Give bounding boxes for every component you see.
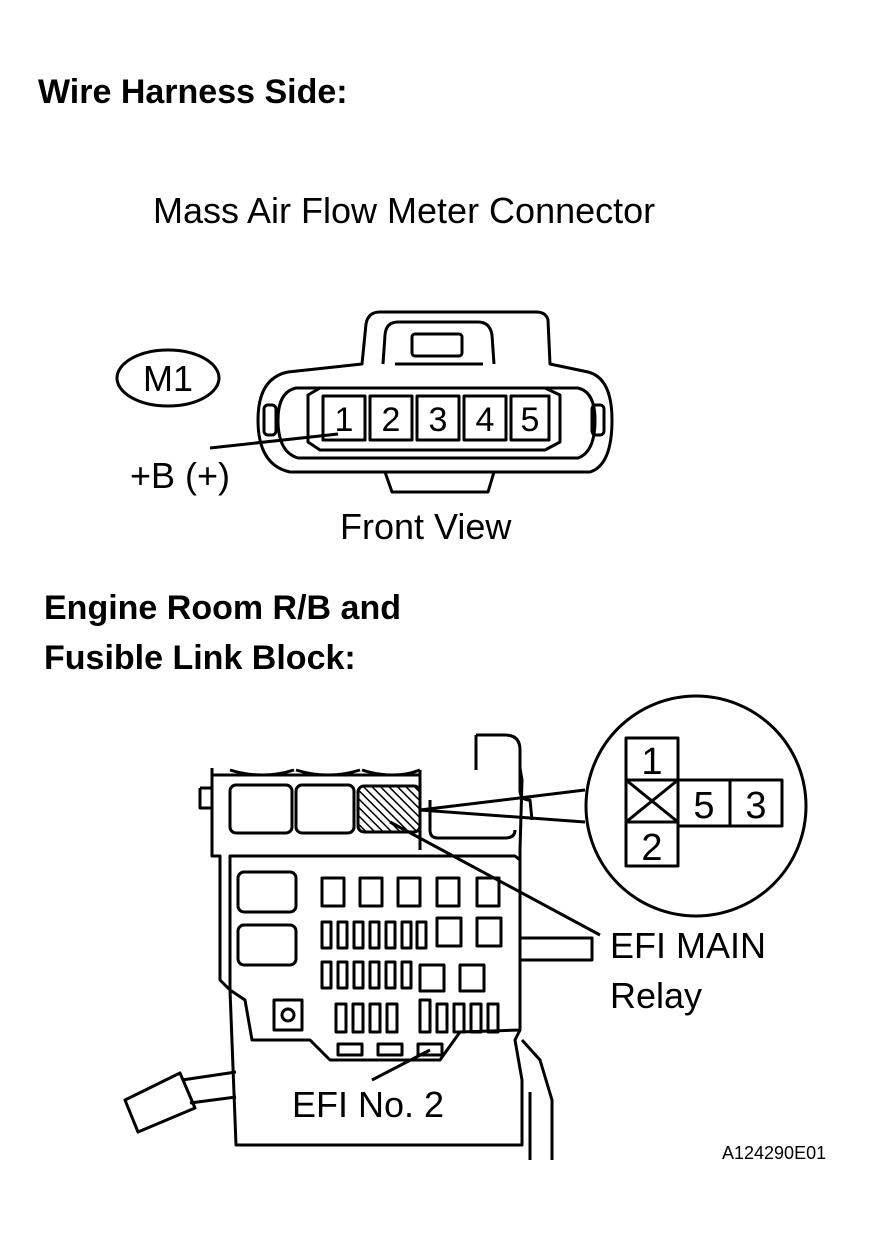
fuse-label: EFI No. 2 [292,1084,445,1125]
terminal-2-cell [624,820,680,868]
terminal-number-2: 2 [641,827,662,869]
pin-number-3: 3 [429,401,448,439]
connector-code: M1 [143,358,193,399]
inner-panel [228,854,522,1062]
harness-right-edge [520,1038,554,1160]
pin-number-2: 2 [382,401,401,439]
pin-cell-2 [368,394,414,442]
connector-latch [381,320,496,365]
mini-relay-9 [458,963,486,993]
relay-label-line2: Relay [610,975,703,1016]
pin-number-1: 1 [335,401,354,439]
bracket-stub [520,936,594,962]
heading-engine-room-line1: Engine Room R/B and [44,589,401,627]
pin-label-leader [209,432,339,450]
terminal-number-3: 3 [745,785,766,827]
figure-id: A124290E01 [722,1143,827,1163]
top-fuse-edges [229,768,421,777]
latch-window [410,332,464,358]
terminal-number-5: 5 [693,785,714,827]
pin-frame [306,386,562,452]
pin-cell-3 [415,394,461,442]
zoom-leader-top [419,788,586,812]
heading-engine-room-line2: Fusible Link Block: [44,639,356,677]
mini-fuse-row-1 [320,920,428,950]
zoom-leader-bottom [419,808,586,824]
heading-wire-harness-side: Wire Harness Side: [38,73,348,111]
pin-number-4: 4 [476,401,495,439]
top-relay-4 [428,800,517,840]
top-relay-2 [294,783,356,835]
relay-label-line1: EFI MAIN [610,925,767,966]
mini-relay-8 [418,963,446,993]
inner-relay-1 [236,870,298,914]
pin-label: +B (+) [130,455,231,496]
pin-cell-1 [321,394,367,442]
inner-relay-2 [236,923,298,967]
pin-cell-5 [509,394,551,442]
mini-fuse-row-3 [334,998,500,1034]
zoom-circle [584,694,808,918]
efi-no2-fuse [416,1042,444,1057]
pin-number-5: 5 [521,401,540,439]
efi-main-relay [356,784,422,834]
connector-title: Mass Air Flow Meter Connector [153,190,656,231]
connector-code-ellipse [115,348,221,408]
mini-relay-3 [396,876,422,908]
bolt-square [272,998,304,1032]
small-fuse-1 [336,1042,364,1057]
terminal-number-1: 1 [641,741,662,783]
relay-block-outline [210,767,524,1147]
connector-left-nub [262,403,278,437]
connector-inner [276,386,597,460]
front-view-label: Front View [340,506,512,547]
fuse-leader [371,1048,431,1082]
connector-bottom-key [383,471,496,494]
mini-relay-5 [475,876,501,908]
small-fuse-2 [376,1042,404,1057]
connector-housing [256,310,614,474]
mini-relay-7 [475,916,503,948]
mini-relay-2 [358,876,384,908]
connector-right-nub [590,403,606,437]
harness-plug [123,1071,197,1134]
bolt-circle [280,1007,296,1023]
mini-fuse-row-2 [320,960,413,990]
top-relay-1 [228,783,294,835]
mini-relay-1 [320,876,346,908]
block-top-right [476,733,534,821]
relay-leader [389,820,601,937]
terminal-3-cell [728,778,784,828]
mini-relay-6 [435,916,463,948]
block-tab-left [198,786,212,810]
mini-relay-4 [435,876,461,908]
pin-cell-4 [462,394,508,442]
